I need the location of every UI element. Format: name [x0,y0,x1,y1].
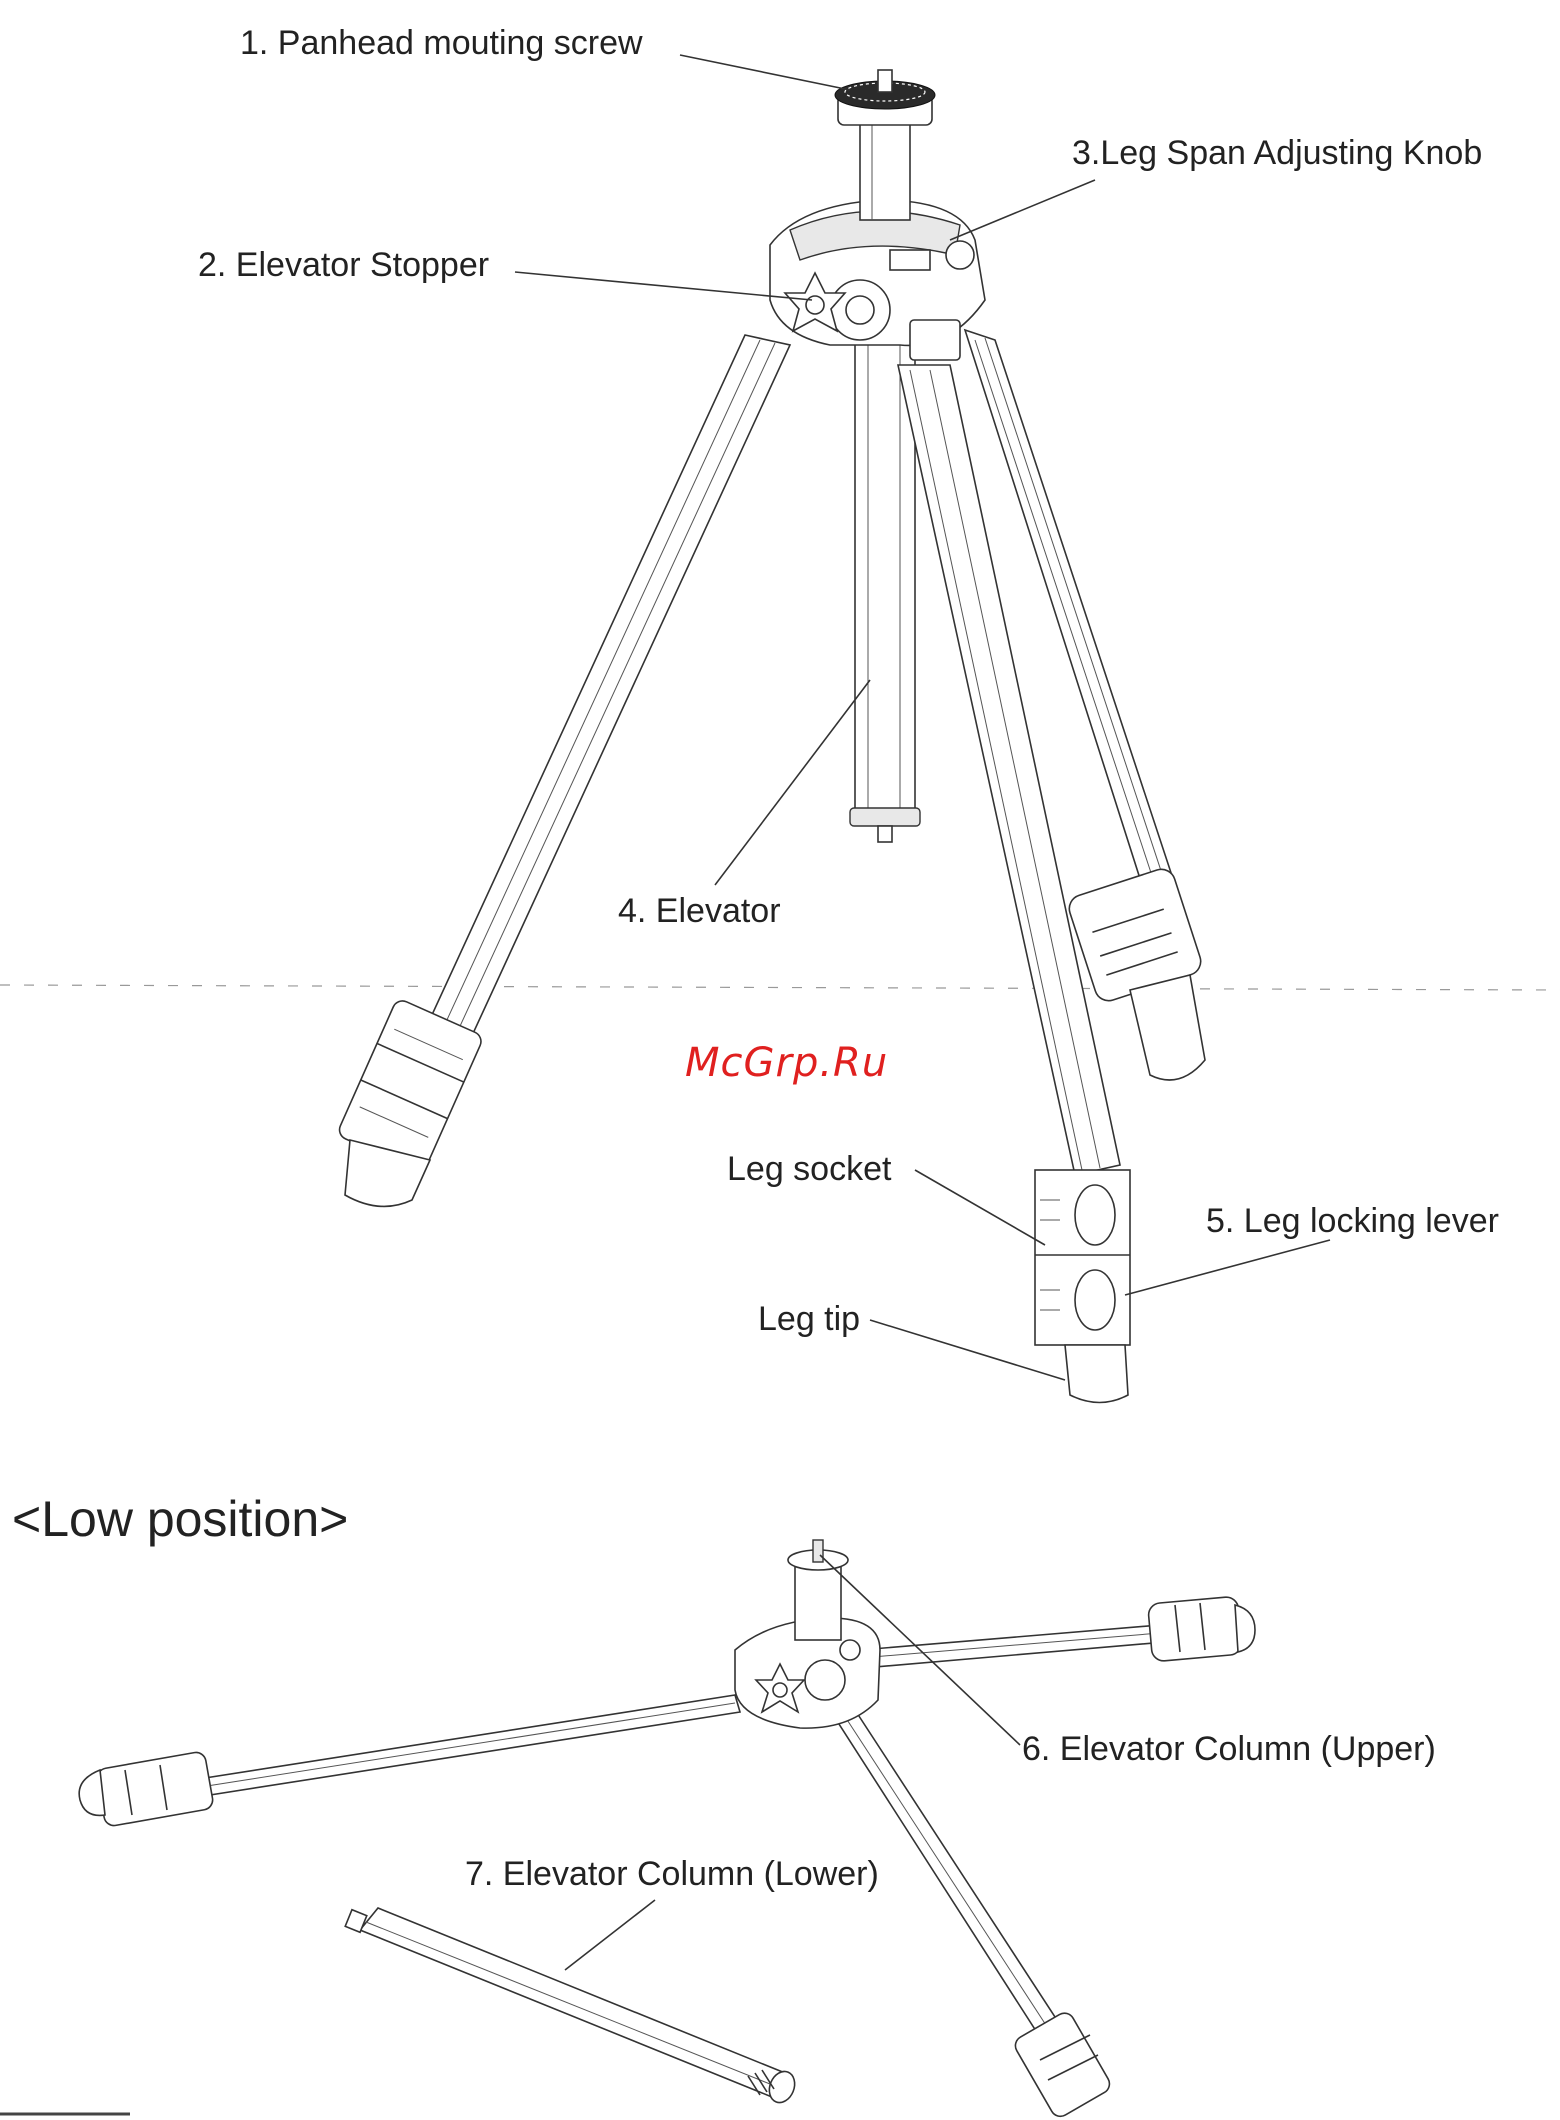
label-leg-socket: Leg socket [727,1150,891,1189]
tripod-head [770,200,985,360]
label-elevator-column-lower: 7. Elevator Column (Lower) [465,1855,879,1894]
low-upper-column [788,1540,848,1640]
ground-dashed-line [0,985,1560,990]
label-elevator: 4. Elevator [618,892,781,931]
leader-lines-low [565,1555,1020,1970]
low-position-tripod [0,1540,1255,2120]
detached-lower-column [345,1908,799,2106]
label-leg-tip: Leg tip [758,1300,860,1339]
label-leg-span-adjusting-knob: 3.Leg Span Adjusting Knob [1072,134,1482,173]
label-elevator-stopper: 2. Elevator Stopper [198,246,489,285]
label-leg-locking-lever: 5. Leg locking lever [1206,1202,1499,1241]
upper-column [835,70,935,220]
panhead-screw [878,70,892,92]
label-elevator-column-upper: 6. Elevator Column (Upper) [1022,1730,1436,1769]
front-leg-tip [1065,1345,1128,1403]
section-title-low-position: <Low position> [12,1490,348,1548]
label-panhead-mounting-screw: 1. Panhead mouting screw [240,24,643,63]
low-leg-right [860,1596,1255,1668]
front-leg-socket [1035,1170,1130,1345]
low-leg-left [79,1695,740,1827]
leg-span-knob [946,241,974,269]
low-leg-front [830,1710,1113,2120]
leg-front [898,365,1130,1403]
watermark-text: McGrp.Ru [685,1040,888,1086]
